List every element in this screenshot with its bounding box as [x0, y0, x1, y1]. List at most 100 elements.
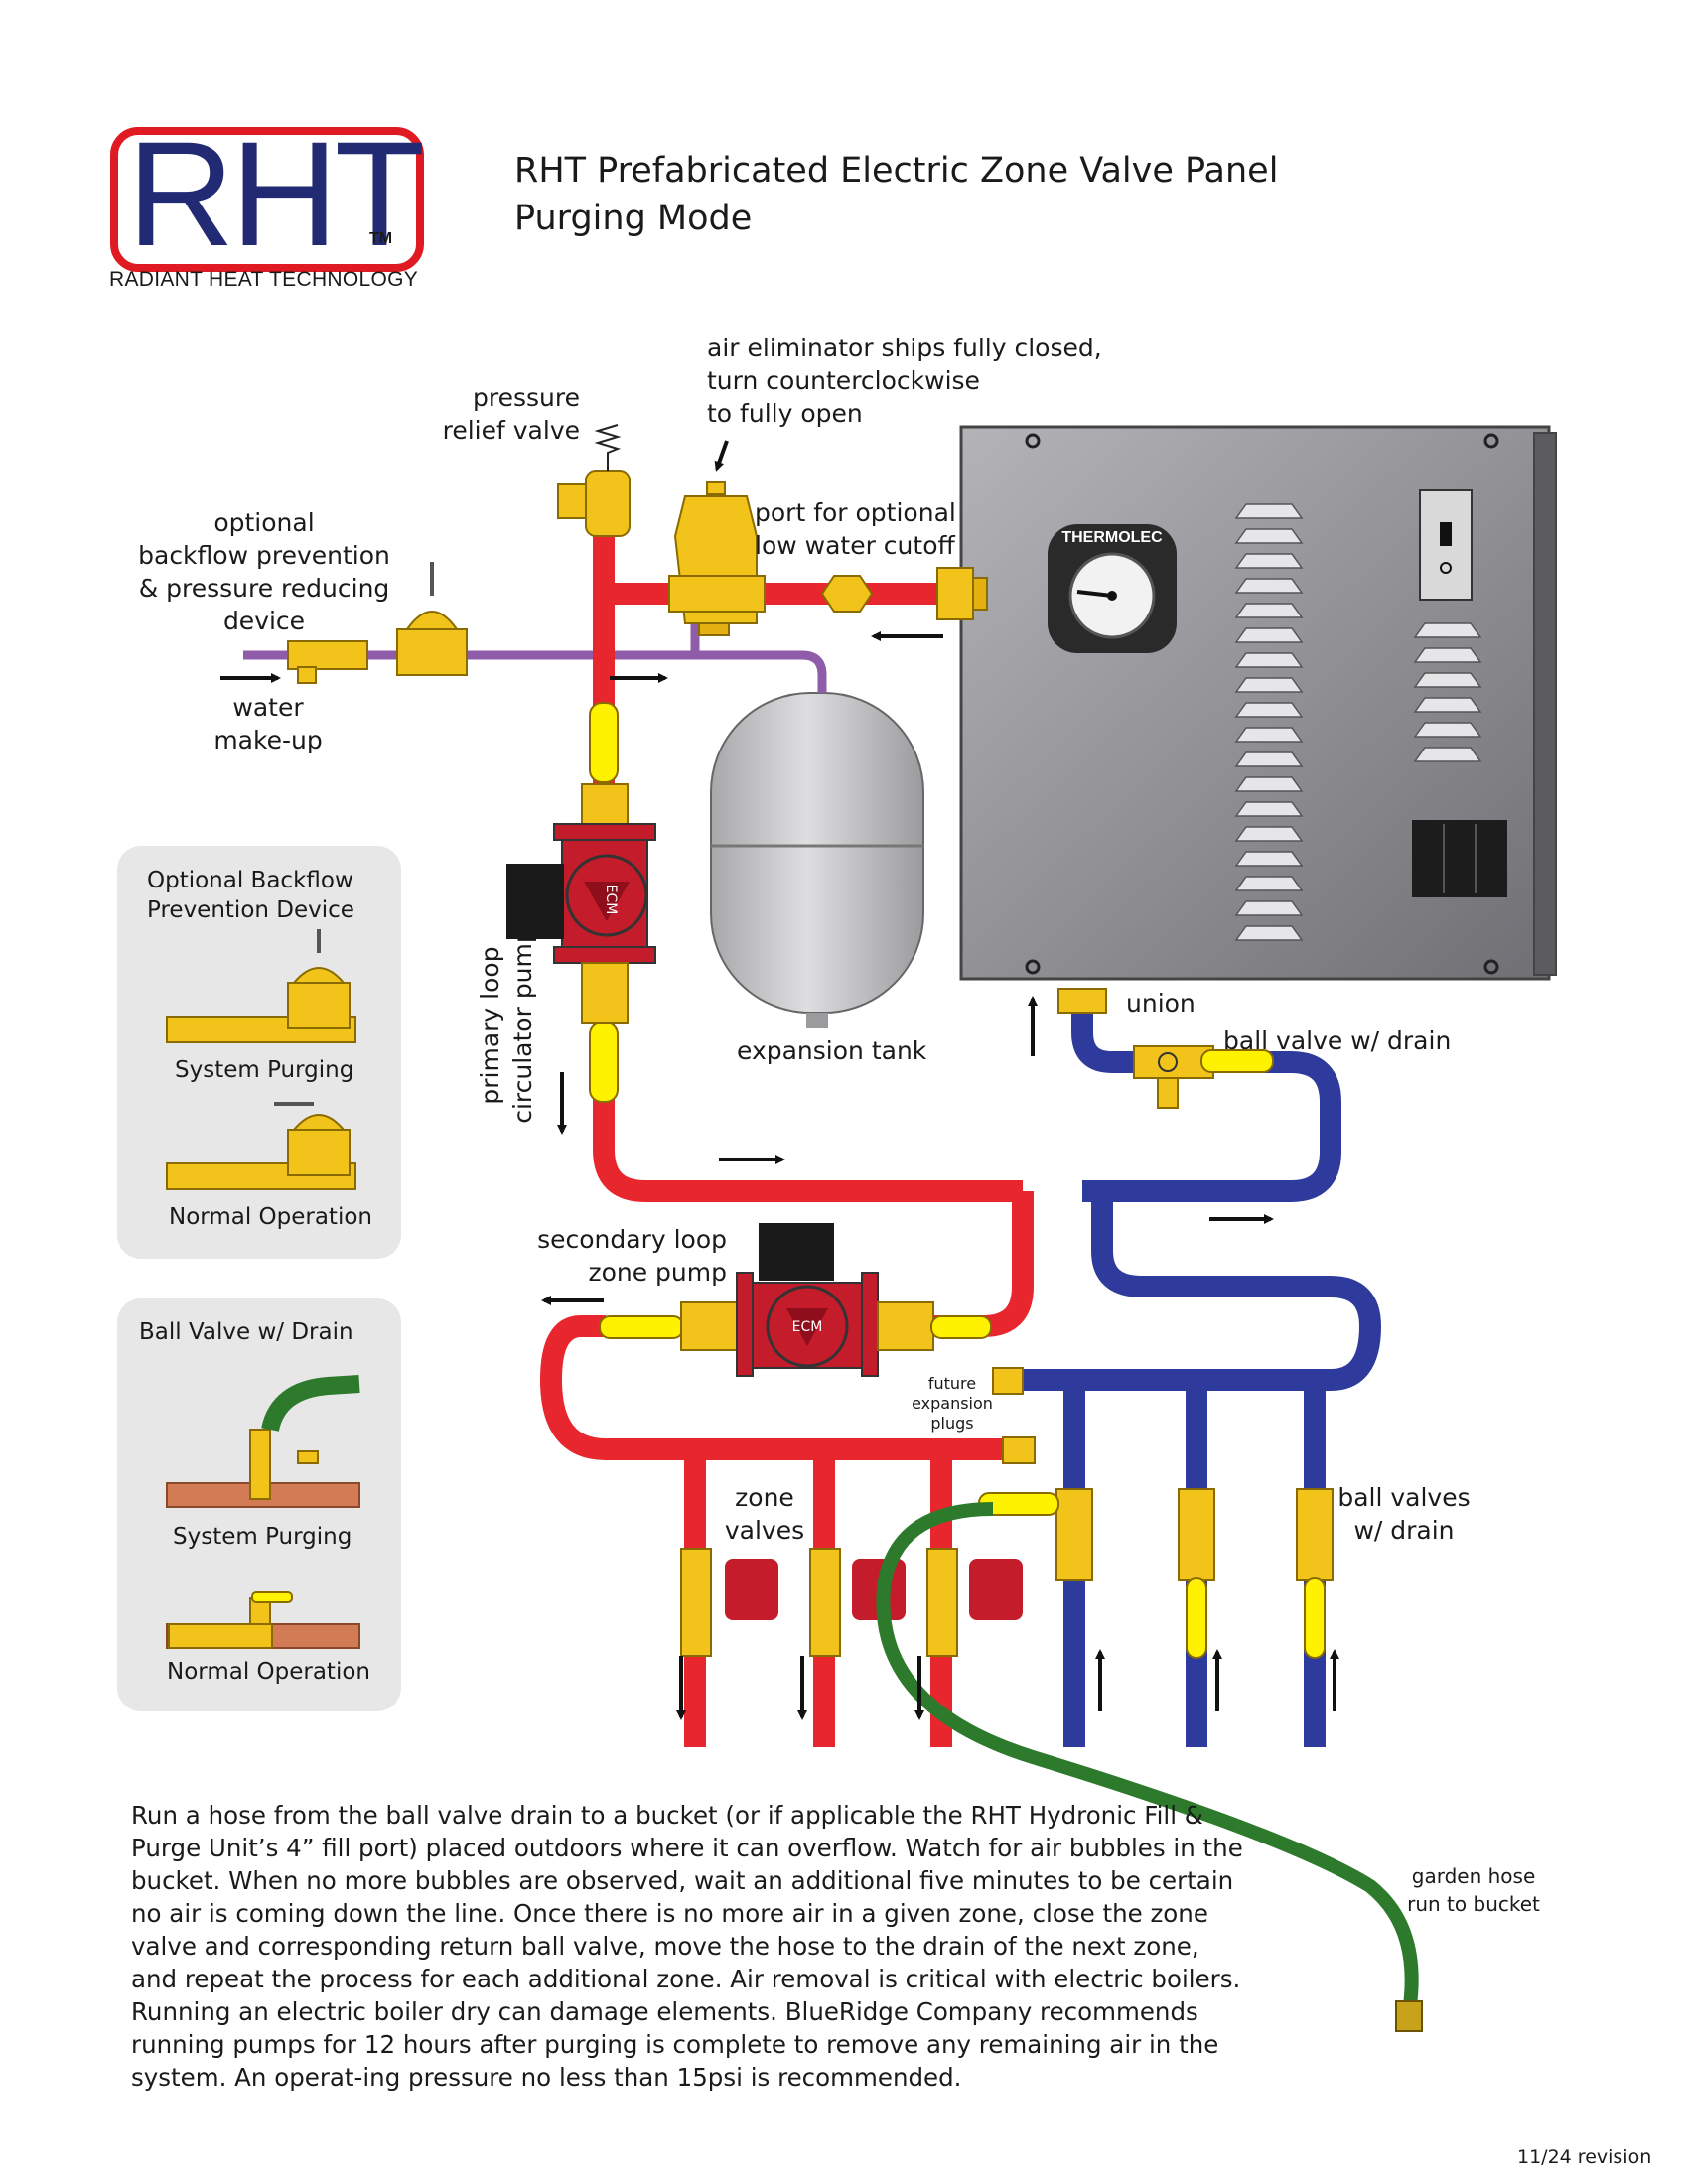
cabinet-vents — [1234, 503, 1482, 941]
backflow-inset-title-line: Optional Backflow — [147, 868, 353, 893]
vent-louver — [1234, 652, 1304, 668]
vent-louver — [1234, 528, 1304, 544]
secondary-pump-badge: ECM — [792, 1319, 823, 1335]
garden-hose-label: garden hose run to bucket — [1400, 1862, 1547, 1918]
vent-louver — [1234, 776, 1304, 792]
vent-louver — [1413, 722, 1482, 738]
vent-louver — [1234, 751, 1304, 767]
backflow-inset-normal-illustration — [166, 1102, 356, 1190]
vent-louver — [1234, 578, 1304, 594]
future-plugs-label-line: expansion — [912, 1394, 993, 1413]
air-eliminator — [668, 440, 766, 636]
backflow-label-line: backflow prevention — [138, 541, 390, 570]
flow-arrows — [220, 631, 1339, 1720]
backflow-inset-title-line: Prevention Device — [147, 897, 354, 923]
vent-louver — [1413, 697, 1482, 713]
backflow-label-line: device — [222, 607, 306, 635]
air-eliminator-label-line: air eliminator ships fully closed, — [707, 334, 1102, 362]
primary-supply-pipe — [593, 508, 1023, 1202]
vent-louver — [1234, 925, 1304, 941]
vent-louver — [1234, 851, 1304, 867]
backflow-inset-title: Optional Backflow Prevention Device — [147, 866, 354, 925]
ballvalve-inset-title: Ball Valve w/ Drain — [139, 1319, 353, 1345]
return-union — [1057, 988, 1107, 1014]
ball-valves-drain-label: ball valves w/ drain — [1336, 1481, 1472, 1547]
primary-pump-badge: ECM — [603, 885, 619, 915]
page-title: RHT Prefabricated Electric Zone Valve Pa… — [514, 147, 1278, 242]
secondary-return-pipe — [1023, 1191, 1381, 1747]
vent-louver — [1234, 603, 1304, 618]
logo-trademark: TM — [369, 230, 393, 247]
water-makeup-label-line: water — [232, 693, 304, 722]
low-water-cutoff-label: port for optional low water cutoff — [755, 496, 956, 562]
vent-louver — [1234, 503, 1304, 519]
vent-louver — [1413, 647, 1482, 663]
circuit-breakers — [1412, 820, 1507, 897]
pressure-relief-label: pressure relief valve — [427, 381, 580, 447]
hose-fitting — [1395, 2000, 1423, 2032]
ball-valves-label-line: ball valves — [1337, 1483, 1471, 1512]
zone-valves-label-line: zone — [735, 1483, 794, 1512]
boiler-outlet-union — [936, 567, 988, 620]
water-makeup-label-line: make-up — [213, 726, 323, 754]
boiler-brand: THERMOLEC — [1061, 529, 1163, 546]
zone-valves-label: zone valves — [715, 1481, 814, 1547]
primary-circulator-pump: ECM — [506, 702, 656, 1103]
secondary-pump-label: secondary loop zone pump — [496, 1223, 727, 1289]
ball-valves-label-line: w/ drain — [1353, 1516, 1455, 1545]
air-eliminator-label: air eliminator ships fully closed, turn … — [707, 332, 1102, 430]
temperature-gauge: THERMOLEC — [1048, 524, 1177, 653]
garden-hose-label-line: run to bucket — [1407, 1892, 1540, 1916]
primary-pump-label-line: primary loop — [476, 946, 504, 1105]
garden-hose-label-line: garden hose — [1411, 1864, 1536, 1888]
electric-boiler: THERMOLEC — [959, 425, 1557, 981]
backflow-label: optional backflow prevention & pressure … — [135, 506, 393, 637]
air-eliminator-label-line: to fully open — [707, 399, 863, 428]
low-water-label-line: port for optional — [755, 498, 956, 527]
ballvalve-inset-state-purging: System Purging — [173, 1524, 352, 1550]
expansion-tank — [710, 692, 924, 1028]
logo-frame — [110, 127, 424, 272]
union-label: union — [1126, 989, 1196, 1018]
secondary-pump-label-line: zone pump — [588, 1258, 727, 1287]
title-line-1: RHT Prefabricated Electric Zone Valve Pa… — [514, 151, 1279, 191]
vent-louver — [1234, 677, 1304, 693]
boiler-return-ball-valve — [1133, 1045, 1274, 1109]
vent-louver — [1413, 747, 1482, 762]
logo-subtitle: RADIANT HEAT TECHNOLOGY — [109, 268, 419, 291]
low-water-cutoff-port — [820, 575, 874, 613]
vent-louver — [1413, 622, 1482, 638]
garden-hose — [876, 1502, 1419, 2006]
primary-pump-label-line: circulator pump — [508, 927, 537, 1124]
ball-valve-drain-label: ball valve w/ drain — [1223, 1026, 1452, 1055]
backflow-prevention-device — [287, 562, 468, 684]
future-plugs-label: future expansion plugs — [906, 1374, 999, 1433]
secondary-pump-label-line: secondary loop — [537, 1225, 727, 1254]
backflow-label-line: & pressure reducing — [138, 574, 390, 603]
purging-instructions: Run a hose from the ball valve drain to … — [131, 1801, 1243, 2092]
logo-text: RHT — [127, 110, 425, 277]
primary-pump-label: primary loop circulator pump — [474, 877, 539, 1174]
title-line-2: Purging Mode — [514, 199, 753, 238]
primary-return-pipe — [1071, 1011, 1341, 1202]
backflow-inset-state-normal: Normal Operation — [169, 1204, 372, 1230]
pressure-relief-label-line: relief valve — [442, 416, 580, 445]
ballvalve-inset-state-normal: Normal Operation — [167, 1659, 370, 1685]
pressure-relief-valve — [557, 424, 631, 537]
zone-valves — [680, 1548, 1023, 1657]
ballvalve-inset-purging-illustration — [166, 1375, 360, 1508]
return-ball-valves — [978, 1488, 1334, 1659]
vent-louver — [1234, 553, 1304, 569]
vent-louver — [1234, 627, 1304, 643]
ballvalve-inset-normal-illustration — [166, 1591, 360, 1649]
future-plugs-label-line: plugs — [930, 1414, 974, 1433]
water-makeup-label: water make-up — [189, 691, 348, 756]
backflow-inset-state-purging: System Purging — [175, 1057, 354, 1083]
vent-louver — [1234, 801, 1304, 817]
backflow-label-line: optional — [213, 508, 315, 537]
future-expansion-plugs — [992, 1367, 1036, 1464]
vent-louver — [1234, 826, 1304, 842]
vent-louver — [1234, 702, 1304, 718]
low-water-label-line: low water cutoff — [755, 531, 955, 560]
